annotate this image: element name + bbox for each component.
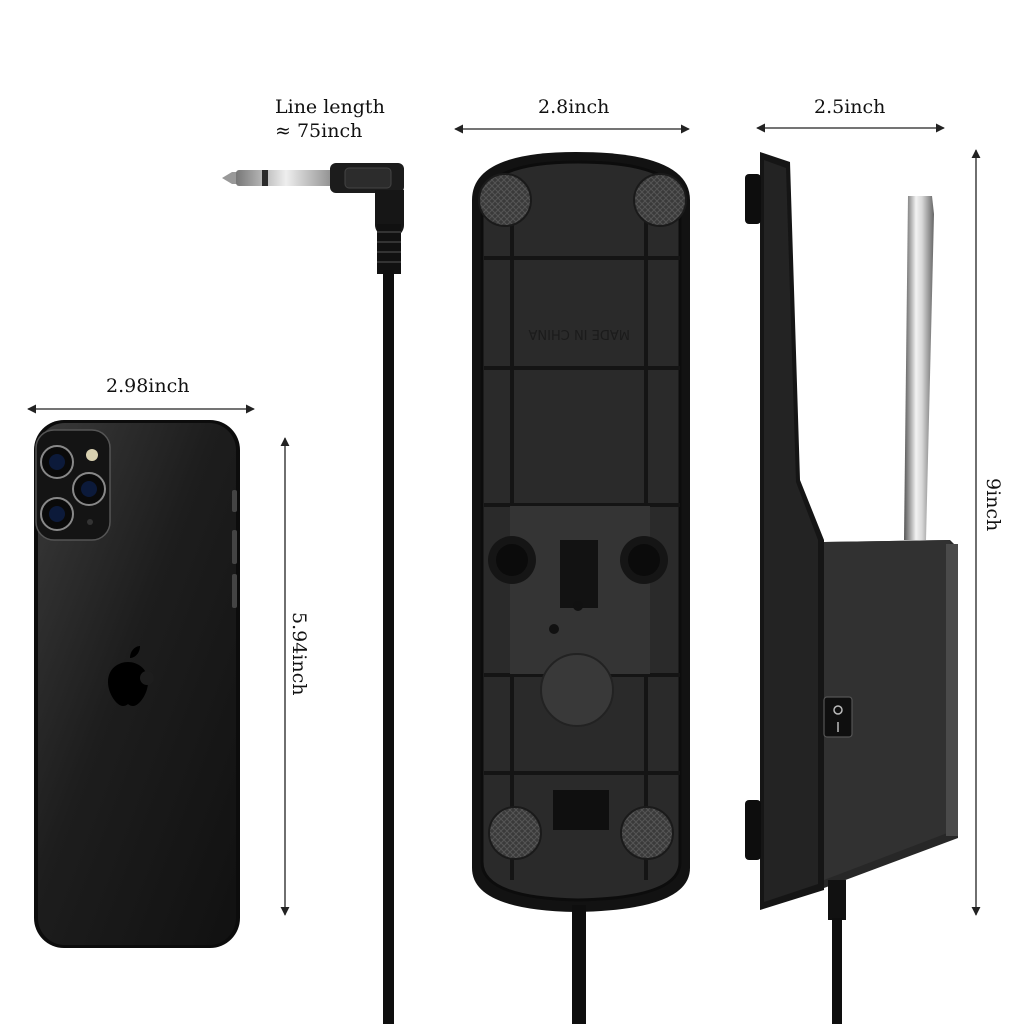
phone <box>34 420 240 948</box>
pedal-depth-label: 2.5inch <box>814 96 886 118</box>
phone-height-label: 5.94inch <box>288 612 310 696</box>
cable-length-line2: ≈ 75inch <box>275 120 363 142</box>
power-switch <box>823 696 853 738</box>
pedal-side-view <box>745 152 958 1024</box>
camera-lenses <box>40 445 106 531</box>
pedal-height-label: 9inch <box>982 478 1004 532</box>
cable-plug <box>222 163 404 1024</box>
cable-length-label: Line length ≈ 75inch <box>275 96 385 142</box>
made-in-china-text: MADE IN CHINA <box>528 326 630 341</box>
pedal-bottom-view: MADE IN CHINA <box>472 152 690 1024</box>
apple-logo-icon <box>108 646 154 706</box>
dimension-lines <box>27 123 981 916</box>
cable <box>383 270 394 1024</box>
phone-width-label: 2.98inch <box>106 375 190 397</box>
cable-length-line1: Line length <box>275 96 385 118</box>
pedal-width-label: 2.8inch <box>538 96 610 118</box>
